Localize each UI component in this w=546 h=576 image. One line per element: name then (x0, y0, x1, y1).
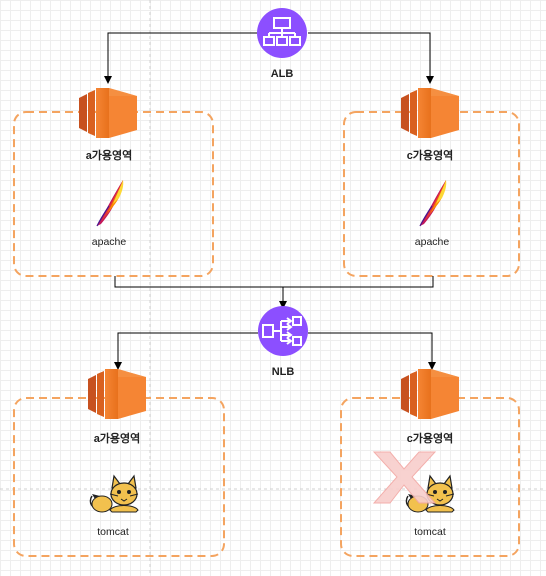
failure-x-icon (372, 451, 437, 504)
app-label-top-c: apache (415, 236, 450, 248)
apache-feather-icon-top-a (96, 179, 124, 227)
ec2-icon-bottom-a (88, 369, 146, 419)
zone-label-bottom-c: c가용영역 (407, 431, 454, 445)
nlb-node: NLB (258, 306, 308, 378)
ec2-icon-bottom-c (401, 369, 459, 419)
zone-label-top-c: c가용영역 (407, 148, 454, 162)
app-label-bottom-a: tomcat (97, 526, 129, 538)
zone-frame-top-a (13, 111, 214, 277)
nlb-icon (258, 306, 308, 356)
nlb-glyph (262, 316, 302, 346)
zone-frame-bottom-c (340, 397, 520, 557)
alb-label: ALB (271, 68, 294, 80)
nlb-connectors (114, 276, 436, 370)
alb-glyph (263, 17, 301, 46)
app-label-bottom-c: tomcat (414, 526, 446, 538)
zone-label-bottom-a: a가용영역 (94, 431, 141, 445)
zone-frame-top-c (343, 111, 520, 277)
nlb-label: NLB (272, 366, 295, 378)
alb-node: ALB (257, 8, 307, 80)
zone-label-top-a: a가용영역 (86, 148, 133, 162)
tomcat-icon-bottom-a (89, 475, 139, 513)
app-label-top-a: apache (92, 236, 127, 248)
alb-connectors (104, 32, 434, 84)
ec2-icon-top-a (79, 88, 137, 138)
apache-feather-icon-top-c (419, 179, 447, 227)
